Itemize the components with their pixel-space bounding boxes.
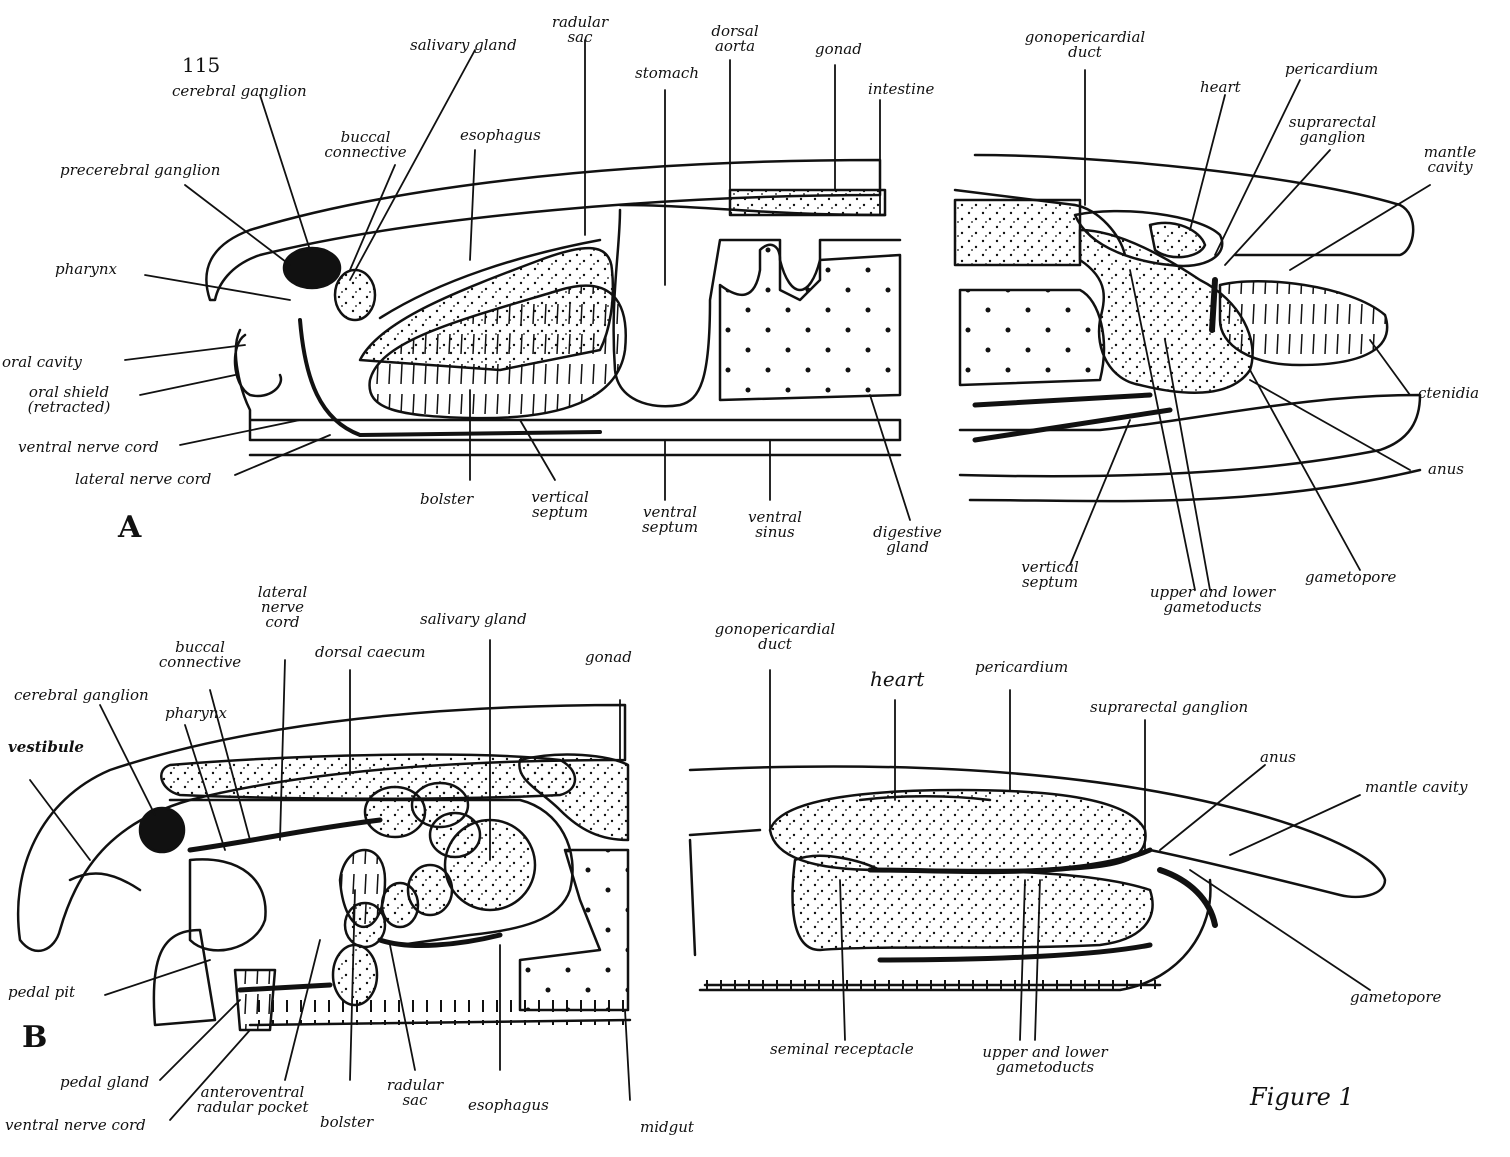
label-a-bolster: bolster [420, 492, 473, 507]
label-b-anus: anus [1260, 750, 1296, 765]
label-b-vestibule: vestibule [8, 740, 84, 755]
label-a-precerebral-ganglion: precerebral ganglion [60, 163, 220, 178]
label-b-bolster: bolster [320, 1115, 373, 1130]
label-a-pharynx: pharynx [55, 262, 117, 277]
label-a-intestine: intestine [868, 82, 934, 97]
a-cerebral-ganglion-shape [284, 248, 340, 288]
b2-body [690, 830, 760, 835]
page-number: 115 [182, 58, 220, 73]
b2-sole-ticks [705, 975, 1165, 989]
label-b-suprarectal-ganglion: suprarectal ganglion [1090, 700, 1248, 715]
b-cerebral-ganglion-shape [140, 808, 184, 852]
label-b-heart: heart [870, 672, 924, 687]
label-a-salivary-gland: salivary gland [410, 38, 517, 53]
label-b-mantle-cavity: mantle cavity [1365, 780, 1467, 795]
label-a-gametoducts: upper and lower gametoducts [1145, 585, 1280, 615]
a-oral-shield [235, 335, 281, 396]
a2-nerve [975, 395, 1150, 405]
label-a-suprarectal-ganglion: suprarectal ganglion [1285, 115, 1380, 145]
panel-a-posterior [955, 155, 1420, 501]
b-dorsal-caecum [161, 755, 575, 799]
label-a-gametopore: gametopore [1305, 570, 1396, 585]
a2-anus-dark [1212, 280, 1215, 330]
label-a-dorsal-aorta: dorsal aorta [700, 24, 770, 54]
label-b-cerebral-ganglion: cerebral ganglion [14, 688, 149, 703]
figure-caption: Figure 1 [1250, 1090, 1354, 1105]
label-b-gametoducts: upper and lower gametoducts [970, 1045, 1120, 1075]
panel-b-anterior [18, 705, 630, 1030]
label-a-vertical-septum: vertical septum [525, 490, 595, 520]
label-a-oral-shield: oral shield (retracted) [4, 385, 134, 415]
label-b-midgut: midgut [640, 1120, 694, 1135]
a2-lower-wall [960, 395, 1420, 476]
label-a-buccal-connective: buccal connective [318, 130, 413, 160]
label-b-ventral-nerve-cord: ventral nerve cord [5, 1118, 146, 1133]
b2-left-wall [690, 840, 695, 955]
panel-a-anterior [206, 160, 900, 455]
a2-upper-rect [955, 200, 1080, 265]
a-digestive-gland [720, 245, 900, 400]
panel-a-letter: A [118, 520, 141, 535]
label-a-digestive-gland: digestive gland [865, 525, 950, 555]
label-b-lateral-nerve-cord: lateral nerve cord [250, 585, 315, 630]
label-a-esophagus: esophagus [460, 128, 541, 143]
a-buccal-mass [335, 270, 375, 320]
label-a-ventral-sinus: ventral sinus [740, 510, 810, 540]
label-b-esophagus: esophagus [468, 1098, 549, 1113]
label-a-heart: heart [1200, 80, 1241, 95]
b-pedal-pit [154, 930, 215, 1025]
label-b-gonopericardial-duct: gonopericardial duct [705, 622, 845, 652]
a2-heart [1150, 223, 1205, 257]
panel-b-letter: B [22, 1030, 47, 1045]
a2-bottom [970, 470, 1420, 501]
label-a-gonopericardial-duct: gonopericardial duct [1015, 30, 1155, 60]
label-b-buccal-connective: buccal connective [140, 640, 260, 670]
label-b-gonad: gonad [585, 650, 632, 665]
label-b-seminal-receptacle: seminal receptacle [770, 1042, 914, 1057]
label-a-cerebral-ganglion: cerebral ganglion [172, 84, 307, 99]
label-b-radular-sac: radular sac [385, 1078, 445, 1108]
label-a-lateral-nerve-cord: lateral nerve cord [75, 472, 211, 487]
b-midgut [520, 850, 628, 1010]
label-a-radular-sac: radular sac [550, 15, 610, 45]
label-a-gonad: gonad [815, 42, 862, 57]
b-esophagus [190, 820, 380, 850]
label-a-ventral-septum: ventral septum [635, 505, 705, 535]
label-b-salivary-gland: salivary gland [420, 612, 527, 627]
label-a-vertical-septum-2: vertical septum [1005, 560, 1095, 590]
label-a-oral-cavity: oral cavity [2, 355, 82, 370]
label-b-gametopore: gametopore [1350, 990, 1441, 1005]
label-a-mantle-cavity: mantle cavity [1415, 145, 1485, 175]
label-a-stomach: stomach [635, 66, 699, 81]
label-b-dorsal-caecum: dorsal caecum [315, 645, 426, 660]
label-b-pedal-gland: pedal gland [60, 1075, 149, 1090]
label-a-ventral-nerve-cord: ventral nerve cord [18, 440, 159, 455]
label-b-anteroventral-pocket: anteroventral radular pocket [195, 1085, 310, 1115]
a2-ctenidia [1220, 281, 1387, 365]
a2-lower-rect [960, 290, 1104, 385]
label-b-pharynx: pharynx [165, 706, 227, 721]
label-b-pericardium: pericardium [975, 660, 1068, 675]
b-sole-ticks [255, 1000, 630, 1025]
label-a-anus: anus [1428, 462, 1464, 477]
label-a-ctenidia: ctenidia [1418, 386, 1479, 401]
label-b-pedal-pit: pedal pit [8, 985, 75, 1000]
label-a-pericardium: pericardium [1285, 62, 1378, 77]
